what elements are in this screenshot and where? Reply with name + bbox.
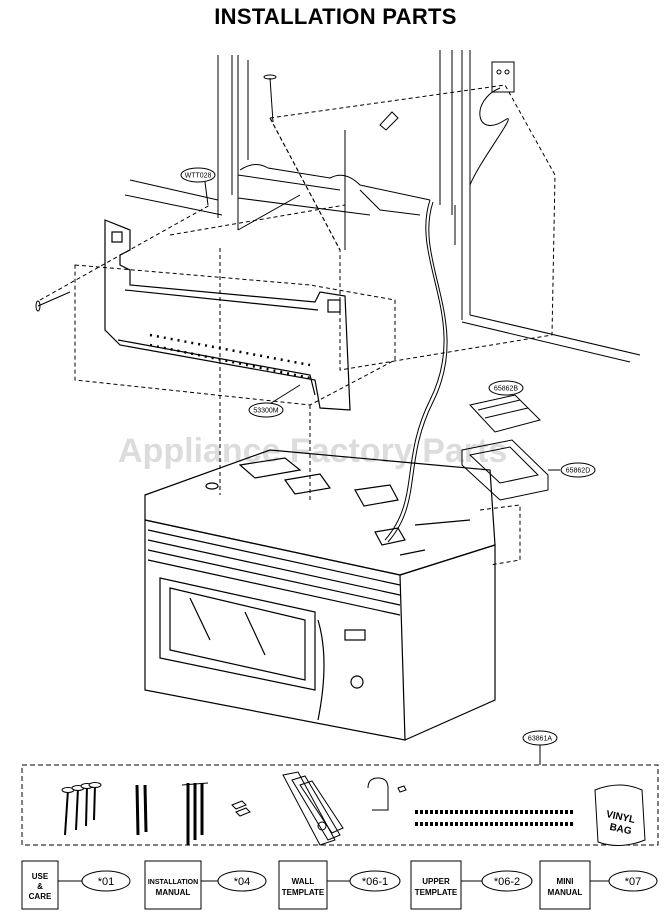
callout-53300m: 53300M xyxy=(248,402,284,418)
callout-65862d: 65862D xyxy=(560,462,596,478)
templates-icon xyxy=(282,771,344,846)
wall-screw-icon xyxy=(35,291,71,312)
manual-wall-template-line1: WALL xyxy=(292,877,315,886)
manual-use-care-line3: CARE xyxy=(29,892,52,901)
manual-use-care-line2: & xyxy=(37,882,43,891)
microwave-oven xyxy=(144,449,496,741)
manual-installation-line1: INSTALLATION xyxy=(148,879,198,886)
manual-mini: MINI MANUAL *07 xyxy=(539,860,658,910)
manuals-row: USE & CARE *01 INSTALLATION MANUAL *04 W… xyxy=(21,860,658,910)
manual-mini-line1: MINI xyxy=(557,877,574,886)
manual-wall-template: WALL TEMPLATE *06-1 xyxy=(278,860,401,910)
small-screws-icon xyxy=(231,800,251,817)
filler-strips-icon xyxy=(415,810,573,826)
manual-use-care-line1: USE xyxy=(32,872,49,881)
grille-part-65862b xyxy=(469,394,541,433)
hood-top-outline xyxy=(479,504,521,566)
callout-53300m-text: 53300M xyxy=(253,408,278,415)
toggle-bolt-icon xyxy=(379,111,399,131)
manual-upper-template-line1: UPPER xyxy=(422,877,450,886)
manual-installation-line2: MANUAL xyxy=(156,888,191,897)
manual-use-care-code: *01 xyxy=(98,876,115,888)
callout-wtt028: WTT028 xyxy=(180,167,216,183)
manual-wall-template-line2: TEMPLATE xyxy=(282,888,325,897)
watermark: Appliance Factory Parts xyxy=(118,432,507,470)
anchors-icon xyxy=(135,784,148,836)
page-title: INSTALLATION PARTS xyxy=(214,4,457,29)
manual-installation-code: *04 xyxy=(234,876,251,888)
outlet-cord xyxy=(384,61,515,543)
callout-wtt028-text: WTT028 xyxy=(185,173,212,180)
callout-65862b: 65862B xyxy=(488,380,524,396)
wall-cabinet xyxy=(124,50,641,363)
cord-clamp-icon xyxy=(367,777,407,811)
manual-installation: INSTALLATION MANUAL *04 xyxy=(144,860,267,910)
wall-template-outline xyxy=(169,84,556,371)
callout-65862d-text: 65862D xyxy=(566,468,591,475)
callout-63861a-text: 63861A xyxy=(528,736,552,743)
mounting-plate-outline xyxy=(39,204,396,500)
toggle-bolts-icon xyxy=(181,782,209,845)
callout-65862b-text: 65862B xyxy=(494,386,518,393)
callout-leaders xyxy=(204,181,560,765)
callout-63861a: 63861A xyxy=(522,730,558,746)
parts-kit-box: VINYL BAG xyxy=(21,764,659,846)
manual-wall-template-code: *06-1 xyxy=(362,876,388,888)
vinyl-bag-icon: VINYL BAG xyxy=(594,784,646,846)
top-screw-icon xyxy=(263,74,277,123)
vinyl-bag-line2: BAG xyxy=(609,822,633,837)
manual-upper-template-line2: TEMPLATE xyxy=(415,888,458,897)
wood-screws-icon xyxy=(61,782,102,836)
manual-upper-template: UPPER TEMPLATE *06-2 xyxy=(410,860,533,910)
manual-mini-code: *07 xyxy=(625,876,642,888)
manual-mini-line2: MANUAL xyxy=(548,888,583,897)
manual-upper-template-code: *06-2 xyxy=(494,876,520,888)
mounting-plate xyxy=(104,219,351,411)
manual-use-care: USE & CARE *01 xyxy=(21,860,131,910)
